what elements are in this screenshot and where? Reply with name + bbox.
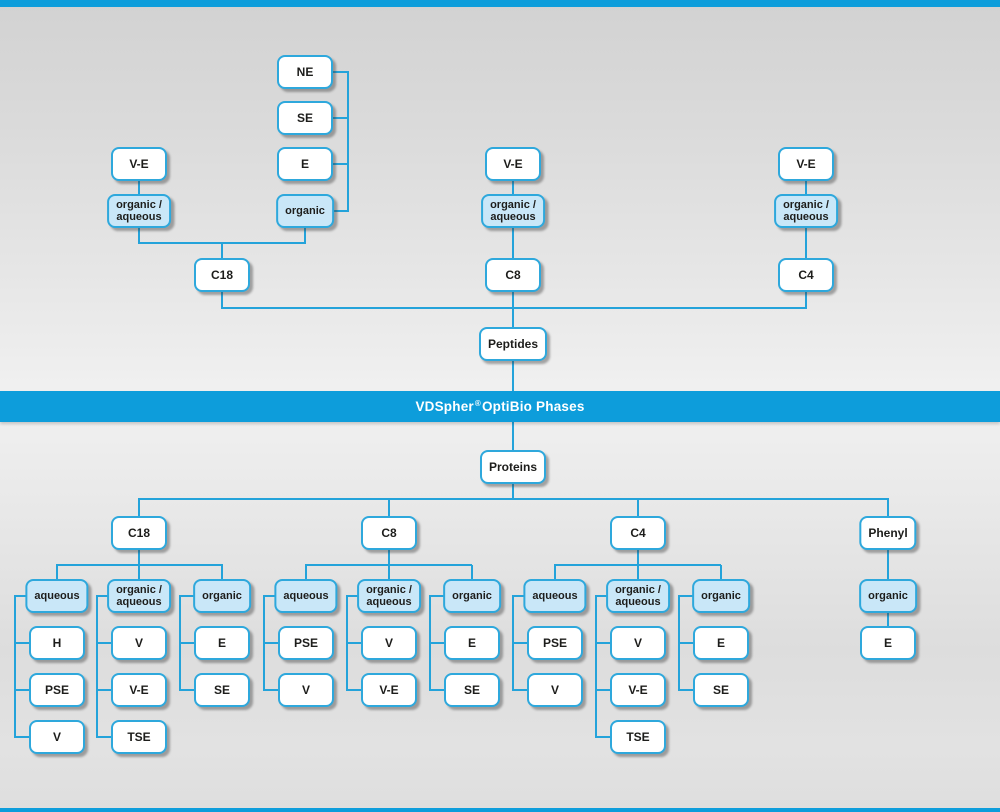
node-c8-aqueous: aqueous (274, 579, 338, 613)
connector-line (305, 564, 472, 566)
node-c18-orgaq-tse: TSE (111, 720, 167, 754)
connector-line (512, 642, 534, 644)
node-c18-aqueous-v: V (29, 720, 85, 754)
node-c4-organic-e: E (693, 626, 749, 660)
node-c8-bottom: C8 (361, 516, 417, 550)
connector-line (179, 689, 201, 691)
node-c4-organic-se: SE (693, 673, 749, 707)
connector-line (887, 499, 889, 645)
connector-line (263, 689, 285, 691)
node-c4-bottom: C4 (610, 516, 666, 550)
node-c18-organic-aqueous: organic / aqueous (107, 579, 171, 613)
node-ve-c8-top: V-E (485, 147, 541, 181)
node-e: E (277, 147, 333, 181)
node-c4-orgaq-v: V (610, 626, 666, 660)
node-c18-bottom: C18 (111, 516, 167, 550)
connector-line (263, 642, 285, 644)
node-c18-organic-e: E (194, 626, 250, 660)
connector-line (14, 642, 36, 644)
connector-line (595, 595, 597, 738)
connector-line (14, 595, 16, 738)
connector-line (678, 642, 700, 644)
connector-line (595, 736, 617, 738)
node-organic-c18-top: organic (276, 194, 334, 228)
bottom-accent-bar (0, 808, 1000, 812)
node-c8-organic-aqueous: organic / aqueous (357, 579, 421, 613)
top-accent-bar (0, 0, 1000, 7)
node-c18-orgaq-v: V (111, 626, 167, 660)
node-ve-c18-top: V-E (111, 147, 167, 181)
node-c8-top: C8 (485, 258, 541, 292)
connector-line (221, 307, 807, 309)
node-c8-aqueous-pse: PSE (278, 626, 334, 660)
connector-line (346, 642, 368, 644)
connector-line (179, 595, 201, 597)
node-c4-aqueous: aqueous (523, 579, 587, 613)
node-c8-organic-se: SE (444, 673, 500, 707)
node-c8-organic-e: E (444, 626, 500, 660)
connector-line (429, 689, 451, 691)
node-proteins: Proteins (479, 450, 547, 484)
node-c18-orgaq-ve: V-E (111, 673, 167, 707)
connector-line (347, 72, 349, 212)
node-c18-aqueous: aqueous (25, 579, 89, 613)
connector-line (678, 595, 700, 597)
node-c18-aqueous-pse: PSE (29, 673, 85, 707)
node-c8-aqueous-v: V (278, 673, 334, 707)
node-c18-organic: organic (193, 579, 251, 613)
node-ve-c4-top: V-E (778, 147, 834, 181)
node-c4-aqueous-pse: PSE (527, 626, 583, 660)
banner-brand: VDSpher (415, 399, 474, 414)
connector-line (805, 164, 807, 309)
node-se: SE (277, 101, 333, 135)
connector-line (595, 689, 617, 691)
connector-line (429, 642, 451, 644)
node-organic-aqueous-c8-top: organic / aqueous (481, 194, 545, 228)
connector-line (96, 642, 118, 644)
connector-line (263, 595, 285, 597)
banner-vdspher-optibio-phases: VDSpher® OptiBio Phases (0, 391, 1000, 422)
connector-line (96, 595, 98, 738)
node-c8-orgaq-ve: V-E (361, 673, 417, 707)
node-c4-aqueous-v: V (527, 673, 583, 707)
connector-line (14, 736, 36, 738)
node-c4-organic-aqueous: organic / aqueous (606, 579, 670, 613)
connector-line (346, 689, 368, 691)
connector-line (512, 689, 534, 691)
connector-line (96, 689, 118, 691)
connector-line (429, 595, 451, 597)
node-c4-orgaq-tse: TSE (610, 720, 666, 754)
node-c18-top: C18 (194, 258, 250, 292)
banner-suffix: OptiBio Phases (481, 399, 585, 414)
node-phenyl-organic-e: E (860, 626, 916, 660)
node-c18-organic-se: SE (194, 673, 250, 707)
node-phenyl-organic: organic (859, 579, 917, 613)
connector-line (346, 595, 368, 597)
node-organic-aqueous-c4-top: organic / aqueous (774, 194, 838, 228)
node-c8-organic: organic (443, 579, 501, 613)
connector-line (179, 642, 201, 644)
node-ne: NE (277, 55, 333, 89)
node-organic-aqueous-c18-top: organic / aqueous (107, 194, 171, 228)
connector-line (14, 689, 36, 691)
connector-line (96, 595, 118, 597)
node-c4-organic: organic (692, 579, 750, 613)
connector-line (56, 564, 223, 566)
connector-line (595, 595, 617, 597)
connector-line (595, 642, 617, 644)
connector-line (14, 595, 36, 597)
connector-line (678, 689, 700, 691)
connector-line (554, 564, 721, 566)
node-c8-orgaq-v: V (361, 626, 417, 660)
connector-line (138, 498, 889, 500)
node-c18-aqueous-h: H (29, 626, 85, 660)
node-phenyl: Phenyl (859, 516, 917, 550)
connector-line (512, 595, 534, 597)
node-c4-orgaq-ve: V-E (610, 673, 666, 707)
connector-line (96, 736, 118, 738)
node-peptides: Peptides (478, 327, 548, 361)
node-c4-top: C4 (778, 258, 834, 292)
